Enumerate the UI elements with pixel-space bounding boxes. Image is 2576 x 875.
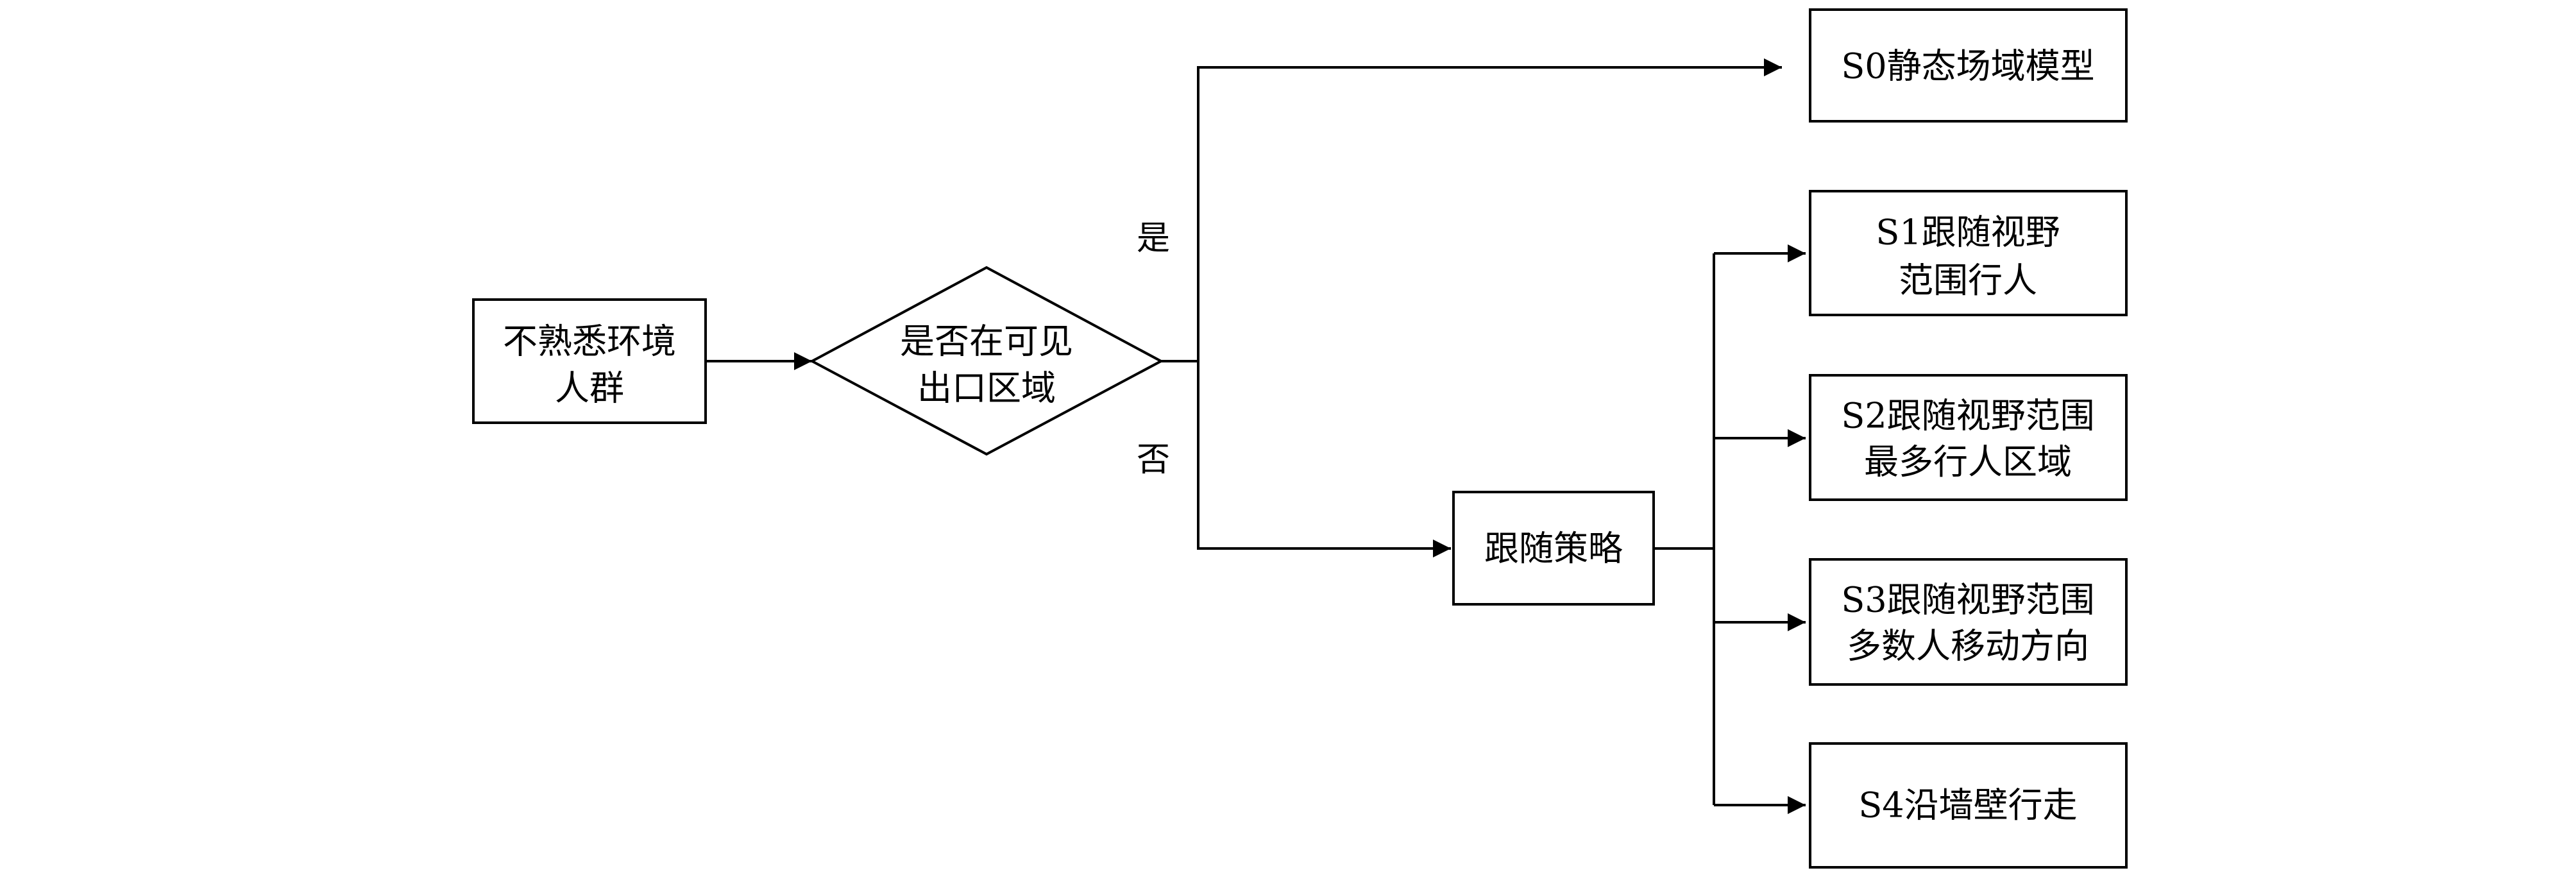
node-s0-label: S0静态场域模型 (1841, 46, 2094, 87)
node-decision-line-1: 是否在可见 (900, 321, 1073, 362)
edge-yes-to-s0 (1197, 58, 1782, 361)
node-s4: S4沿墙壁行走 (1809, 742, 2128, 869)
node-s3: S3跟随视野范围 多数人移动方向 (1809, 558, 2128, 686)
node-start-line-1: 不熟悉环境 (503, 321, 676, 362)
node-decision-line-2: 出口区域 (917, 368, 1056, 409)
node-follow-strategy: 跟随策略 (1452, 491, 1655, 606)
node-s2-line-1: S2跟随视野范围 (1841, 396, 2094, 436)
node-decision: 是否在可见 出口区域 (809, 266, 1164, 456)
node-follow-label: 跟随策略 (1484, 529, 1623, 569)
node-s1-line-1: S1跟随视野 (1876, 212, 2060, 253)
node-s2-line-2: 最多行人区域 (1864, 442, 2072, 482)
edge-no-to-follow (1197, 361, 1451, 557)
node-s1-line-2: 范围行人 (1899, 260, 2037, 301)
node-s4-label: S4沿墙壁行走 (1858, 785, 2077, 826)
node-s3-line-2: 多数人移动方向 (1847, 626, 2089, 667)
node-start-line-2: 人群 (555, 368, 624, 409)
node-start: 不熟悉环境 人群 (472, 298, 707, 424)
node-s3-line-1: S3跟随视野范围 (1841, 580, 2094, 620)
edge-label-no: 否 (1137, 441, 1170, 479)
node-s2: S2跟随视野范围 最多行人区域 (1809, 374, 2128, 501)
node-s0: S0静态场域模型 (1809, 8, 2128, 123)
edge-label-yes: 是 (1137, 219, 1170, 258)
node-s1: S1跟随视野 范围行人 (1809, 190, 2128, 316)
